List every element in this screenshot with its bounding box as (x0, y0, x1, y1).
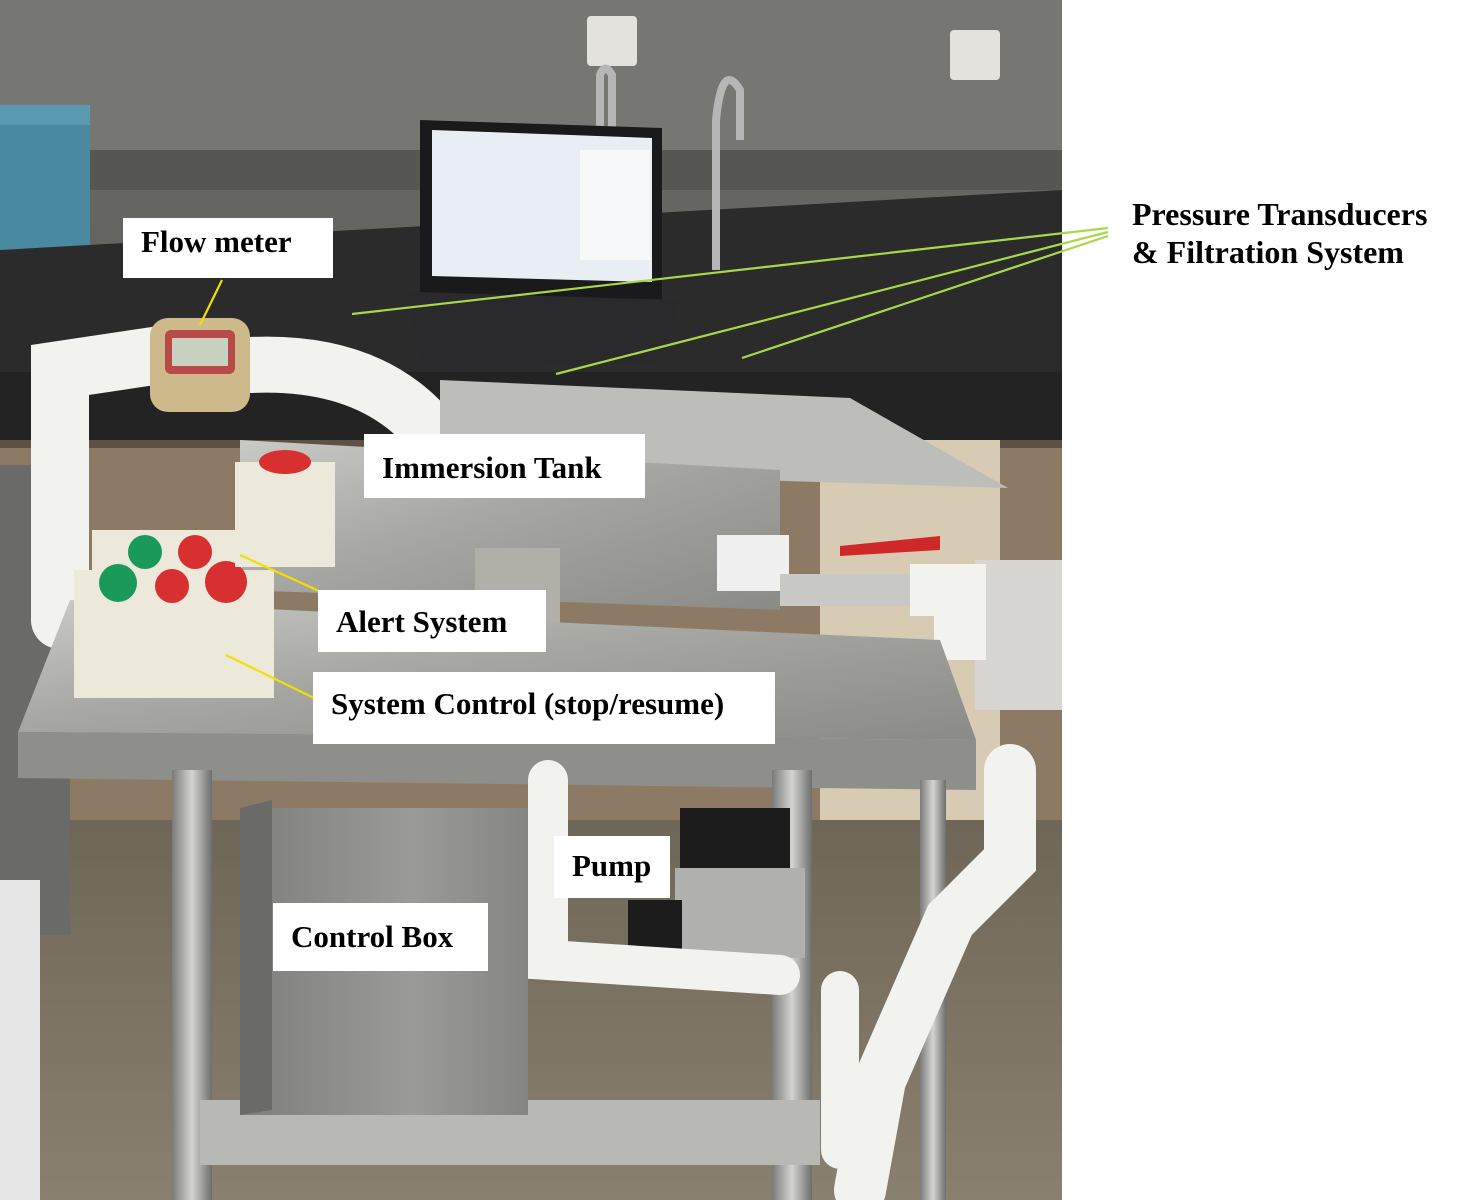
label-system-control: System Control (stop/resume) (313, 672, 775, 744)
leader-flow-meter (199, 279, 223, 326)
label-pump: Pump (554, 836, 670, 898)
teal-toolbox (0, 105, 90, 273)
leader-pressure-2 (555, 230, 1109, 376)
label-flow-meter: Flow meter (123, 218, 333, 278)
pvc-pipes-top (31, 326, 448, 649)
button-boxes (74, 450, 335, 698)
leader-lines (199, 226, 1109, 701)
pvc-pipes-bottom (528, 744, 1036, 1200)
label-control-box: Control Box (273, 903, 488, 971)
label-immersion-tank: Immersion Tank (364, 434, 645, 498)
laptop (408, 120, 680, 362)
leader-alert-system (239, 553, 331, 598)
lower-shelf (200, 1100, 820, 1165)
pump-device (628, 808, 805, 958)
leader-pressure-1 (351, 226, 1109, 316)
leader-system-control (225, 654, 319, 701)
faucets (596, 64, 744, 270)
wall-outlets (587, 16, 1000, 80)
label-pressure-line1: Pressure Transducers (1132, 196, 1428, 232)
ball-valve (780, 536, 986, 660)
leader-pressure-3 (741, 234, 1109, 360)
flow-meter-device (150, 318, 250, 412)
label-alert-system: Alert System (318, 590, 546, 652)
label-pressure-line2: & Filtration System (1132, 234, 1404, 270)
